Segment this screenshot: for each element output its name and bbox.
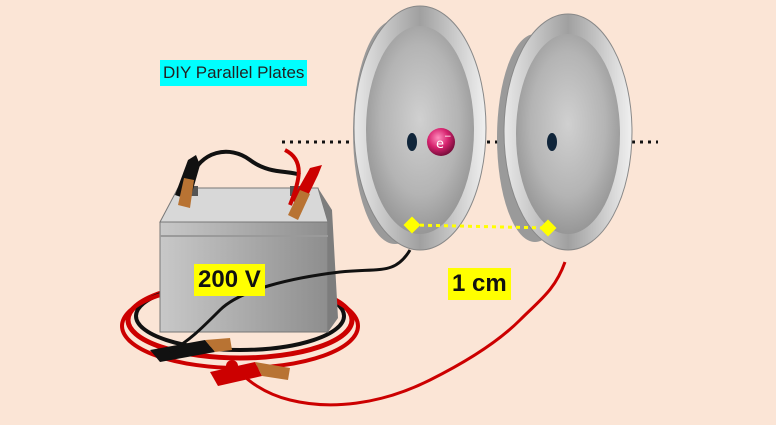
electron-label: e xyxy=(436,137,444,152)
voltage-label: 200 V xyxy=(194,264,265,296)
electron-charge-sign: − xyxy=(444,132,452,142)
car-battery xyxy=(159,186,338,333)
diagram-title: DIY Parallel Plates xyxy=(160,60,308,86)
gap-distance-label: 1 cm xyxy=(448,268,511,300)
red-wire xyxy=(233,261,567,407)
black-wire xyxy=(169,249,412,354)
black-clamp-battery xyxy=(175,149,301,208)
left-plate xyxy=(353,5,487,251)
ground-clamps xyxy=(150,338,290,386)
right-plate xyxy=(497,13,633,251)
red-clamp-battery xyxy=(283,148,322,220)
right-plate-hole xyxy=(547,133,557,151)
electron: e − xyxy=(427,128,455,156)
left-plate-hole xyxy=(407,133,417,151)
plate-separation-marker xyxy=(403,216,557,237)
